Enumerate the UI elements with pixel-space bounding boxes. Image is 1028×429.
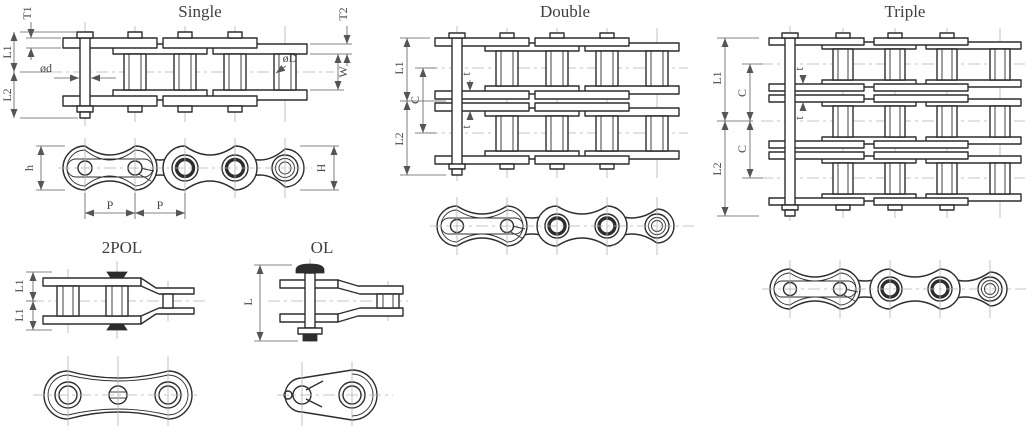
triple-dim-c-upper: C <box>735 89 749 97</box>
single-title: Single <box>178 2 222 21</box>
ol-title: OL <box>310 238 334 257</box>
double-dim-t-upper: t <box>459 72 473 76</box>
rollers <box>495 50 669 152</box>
connecting-pin <box>448 32 466 176</box>
single-dim-l1: L1 <box>0 45 14 58</box>
dimensions: L1 L2 C t t <box>392 37 474 176</box>
inner-link-plates <box>484 42 680 160</box>
single-dim-roller-dia: øD <box>283 51 298 65</box>
triple-dim-t-upper: t <box>792 67 806 71</box>
triple-dim-l2: L2 <box>710 162 724 175</box>
double-dim-l1: L1 <box>392 61 406 74</box>
dimensions: L1 L2 C C t t <box>710 37 807 217</box>
inner-link-plates <box>112 43 308 101</box>
single-dim-pitch-right: P <box>157 198 164 212</box>
single-chain-top-view: T1 L1 L2 ød øD W T2 <box>0 6 352 126</box>
dimensions: L <box>241 264 298 342</box>
2pol-dim-l1-lower: L1 <box>12 308 26 321</box>
single-dim-h: h <box>22 165 36 171</box>
ol-side-view <box>277 362 393 426</box>
centerlines <box>58 138 312 198</box>
triple-chain-top-view: L1 L2 C C t t <box>710 26 1025 221</box>
centerlines <box>277 362 393 426</box>
triple-dim-t-lower: t <box>792 116 806 120</box>
2pol-side-view <box>33 356 197 426</box>
triple-chain-side-view <box>762 260 1026 318</box>
rollers <box>123 53 297 91</box>
double-dim-t-lower: t <box>459 125 473 129</box>
single-dim-width: W <box>336 66 350 78</box>
link-plates <box>42 277 195 325</box>
pin-heads <box>835 32 955 211</box>
dimensions: T1 L1 L2 ød øD W T2 <box>0 6 352 119</box>
2pol-title: 2POL <box>101 238 143 257</box>
outer-link-plates <box>768 37 969 206</box>
ol-dim-l: L <box>241 298 255 305</box>
connecting-pin <box>781 32 799 217</box>
single-dim-pin-dia: ød <box>40 61 52 75</box>
2pol-dim-l1-upper: L1 <box>12 279 26 292</box>
double-chain-top-view: L1 L2 C t t <box>392 26 688 181</box>
triple-dim-c-lower: C <box>735 145 749 153</box>
pin-heads <box>499 32 615 170</box>
single-dim-t1: T1 <box>20 6 34 19</box>
single-dim-l2: L2 <box>0 88 14 101</box>
triple-dim-l1: L1 <box>710 71 724 84</box>
centerlines <box>762 260 1026 318</box>
double-dim-l2: L2 <box>392 132 406 145</box>
roller <box>376 293 400 309</box>
dimensions: L1 L1 <box>12 271 52 331</box>
outer-link-plates <box>62 37 258 107</box>
rollers <box>832 48 1011 195</box>
single-chain-side-view: h H P P <box>22 138 339 219</box>
double-chain-side-view <box>430 197 694 255</box>
pin-heads <box>127 31 243 113</box>
double-dim-c: C <box>408 96 422 104</box>
pin <box>295 263 325 342</box>
2pol-top-view: L1 L1 <box>12 261 206 339</box>
single-dim-t2: T2 <box>336 7 350 20</box>
triple-title: Triple <box>884 2 926 21</box>
pin-heads <box>106 271 128 331</box>
ol-top-view: L <box>241 259 408 342</box>
rollers <box>56 285 174 317</box>
inner-link-plates <box>821 41 1022 202</box>
connecting-pin <box>76 31 94 119</box>
single-dim-H: H <box>314 163 328 172</box>
double-title: Double <box>539 2 591 21</box>
outer-link-plates <box>434 37 630 165</box>
dimensions: h H P P <box>22 145 339 219</box>
centerlines <box>430 197 694 255</box>
centerlines <box>33 356 197 426</box>
single-dim-pitch-left: P <box>107 198 114 212</box>
